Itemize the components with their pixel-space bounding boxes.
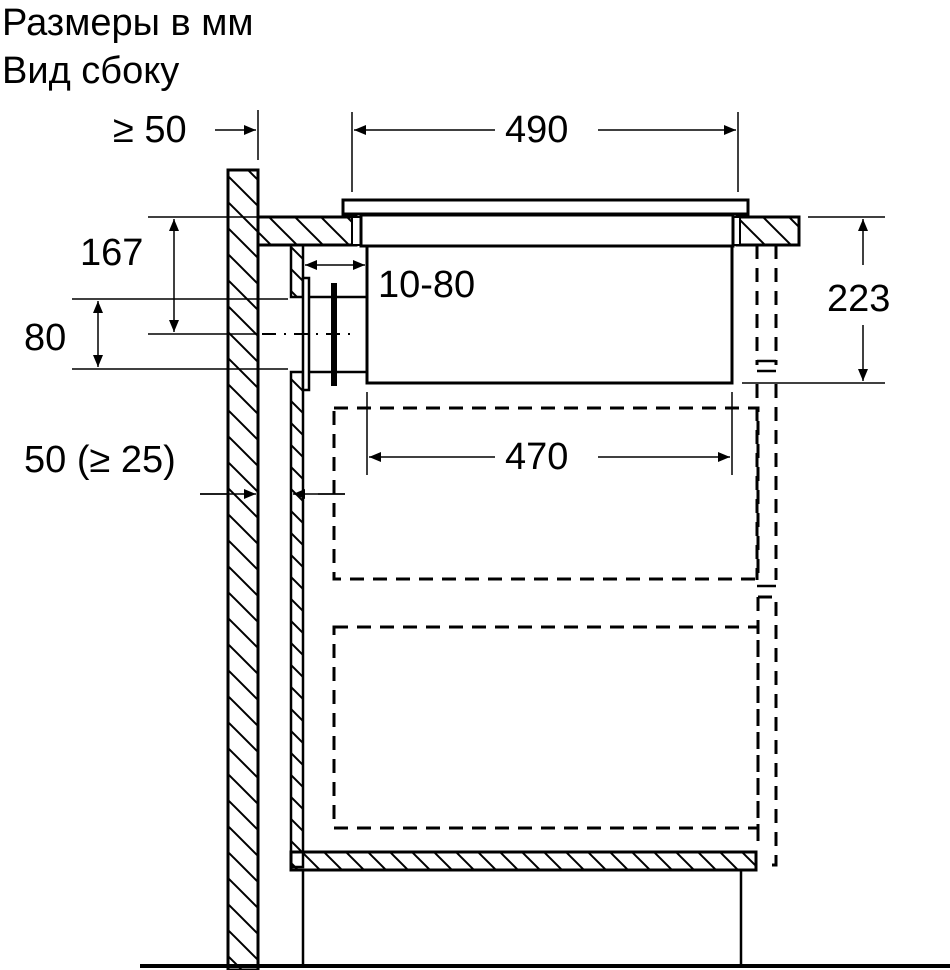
svg-text:490: 490	[505, 109, 568, 151]
dimension-vent-offset: 10-80	[305, 260, 475, 306]
cabinet-rear-panel	[289, 243, 305, 869]
cooktop-body	[365, 244, 734, 385]
svg-text:167: 167	[80, 232, 143, 274]
cooktop-frame	[359, 213, 735, 248]
worktop-left	[256, 215, 363, 247]
svg-text:10-80: 10-80	[378, 264, 475, 306]
diagram-subtitle: Вид сбоку	[2, 50, 180, 92]
dimension-223: 223	[827, 219, 890, 381]
dimension-167: 167	[80, 219, 179, 332]
svg-text:80: 80	[24, 317, 66, 359]
diagram-title: Размеры в мм	[2, 2, 254, 44]
svg-text:≥ 50: ≥ 50	[113, 109, 187, 151]
cooktop-glass	[341, 198, 750, 216]
drawer-bottom-outline	[332, 625, 760, 830]
cabinet-bottom-shelf	[289, 850, 758, 872]
dimension-490: 490	[354, 109, 736, 151]
dimension-rear-gap: 50 (≥ 25)	[24, 439, 345, 499]
svg-text:223: 223	[827, 278, 890, 320]
dimension-470: 470	[369, 436, 730, 478]
dimension-wall-clearance: ≥ 50	[113, 109, 256, 151]
drawer-top-outline	[332, 406, 760, 581]
back-wall	[226, 168, 260, 970]
worktop-right	[731, 215, 801, 247]
svg-text:50 (≥ 25): 50 (≥ 25)	[24, 439, 176, 481]
dimension-80: 80	[24, 301, 103, 367]
cabinet-front-dashed	[755, 245, 778, 867]
svg-text:470: 470	[505, 436, 568, 478]
extension-lines	[72, 110, 885, 495]
